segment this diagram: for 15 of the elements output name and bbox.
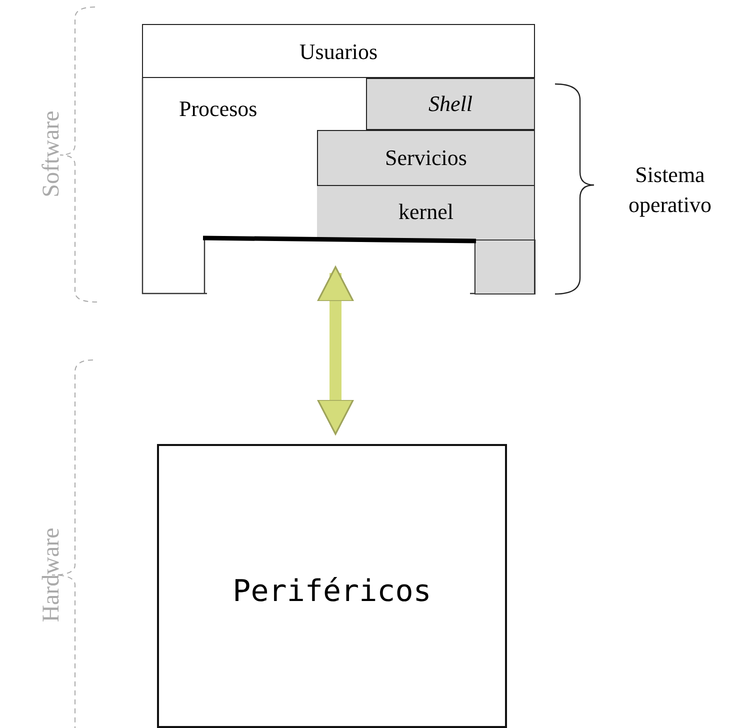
layer-label: kernel xyxy=(398,199,454,225)
side-label: Software xyxy=(38,110,66,198)
layer-label: Usuarios xyxy=(298,39,379,65)
double-arrow xyxy=(317,266,354,435)
layer-label: Procesos xyxy=(179,96,258,122)
layer-label: Shell xyxy=(428,91,474,117)
side-label: Hardware xyxy=(38,528,66,622)
layer-box xyxy=(366,78,535,130)
system-label: Sistema operativo xyxy=(627,161,713,219)
layer-box xyxy=(317,130,535,186)
device-box xyxy=(157,444,507,728)
layer-box xyxy=(142,24,535,78)
kernel-layer xyxy=(317,186,535,241)
layer-label: Servicios xyxy=(384,145,468,171)
layer-label: Periféricos xyxy=(232,574,432,609)
